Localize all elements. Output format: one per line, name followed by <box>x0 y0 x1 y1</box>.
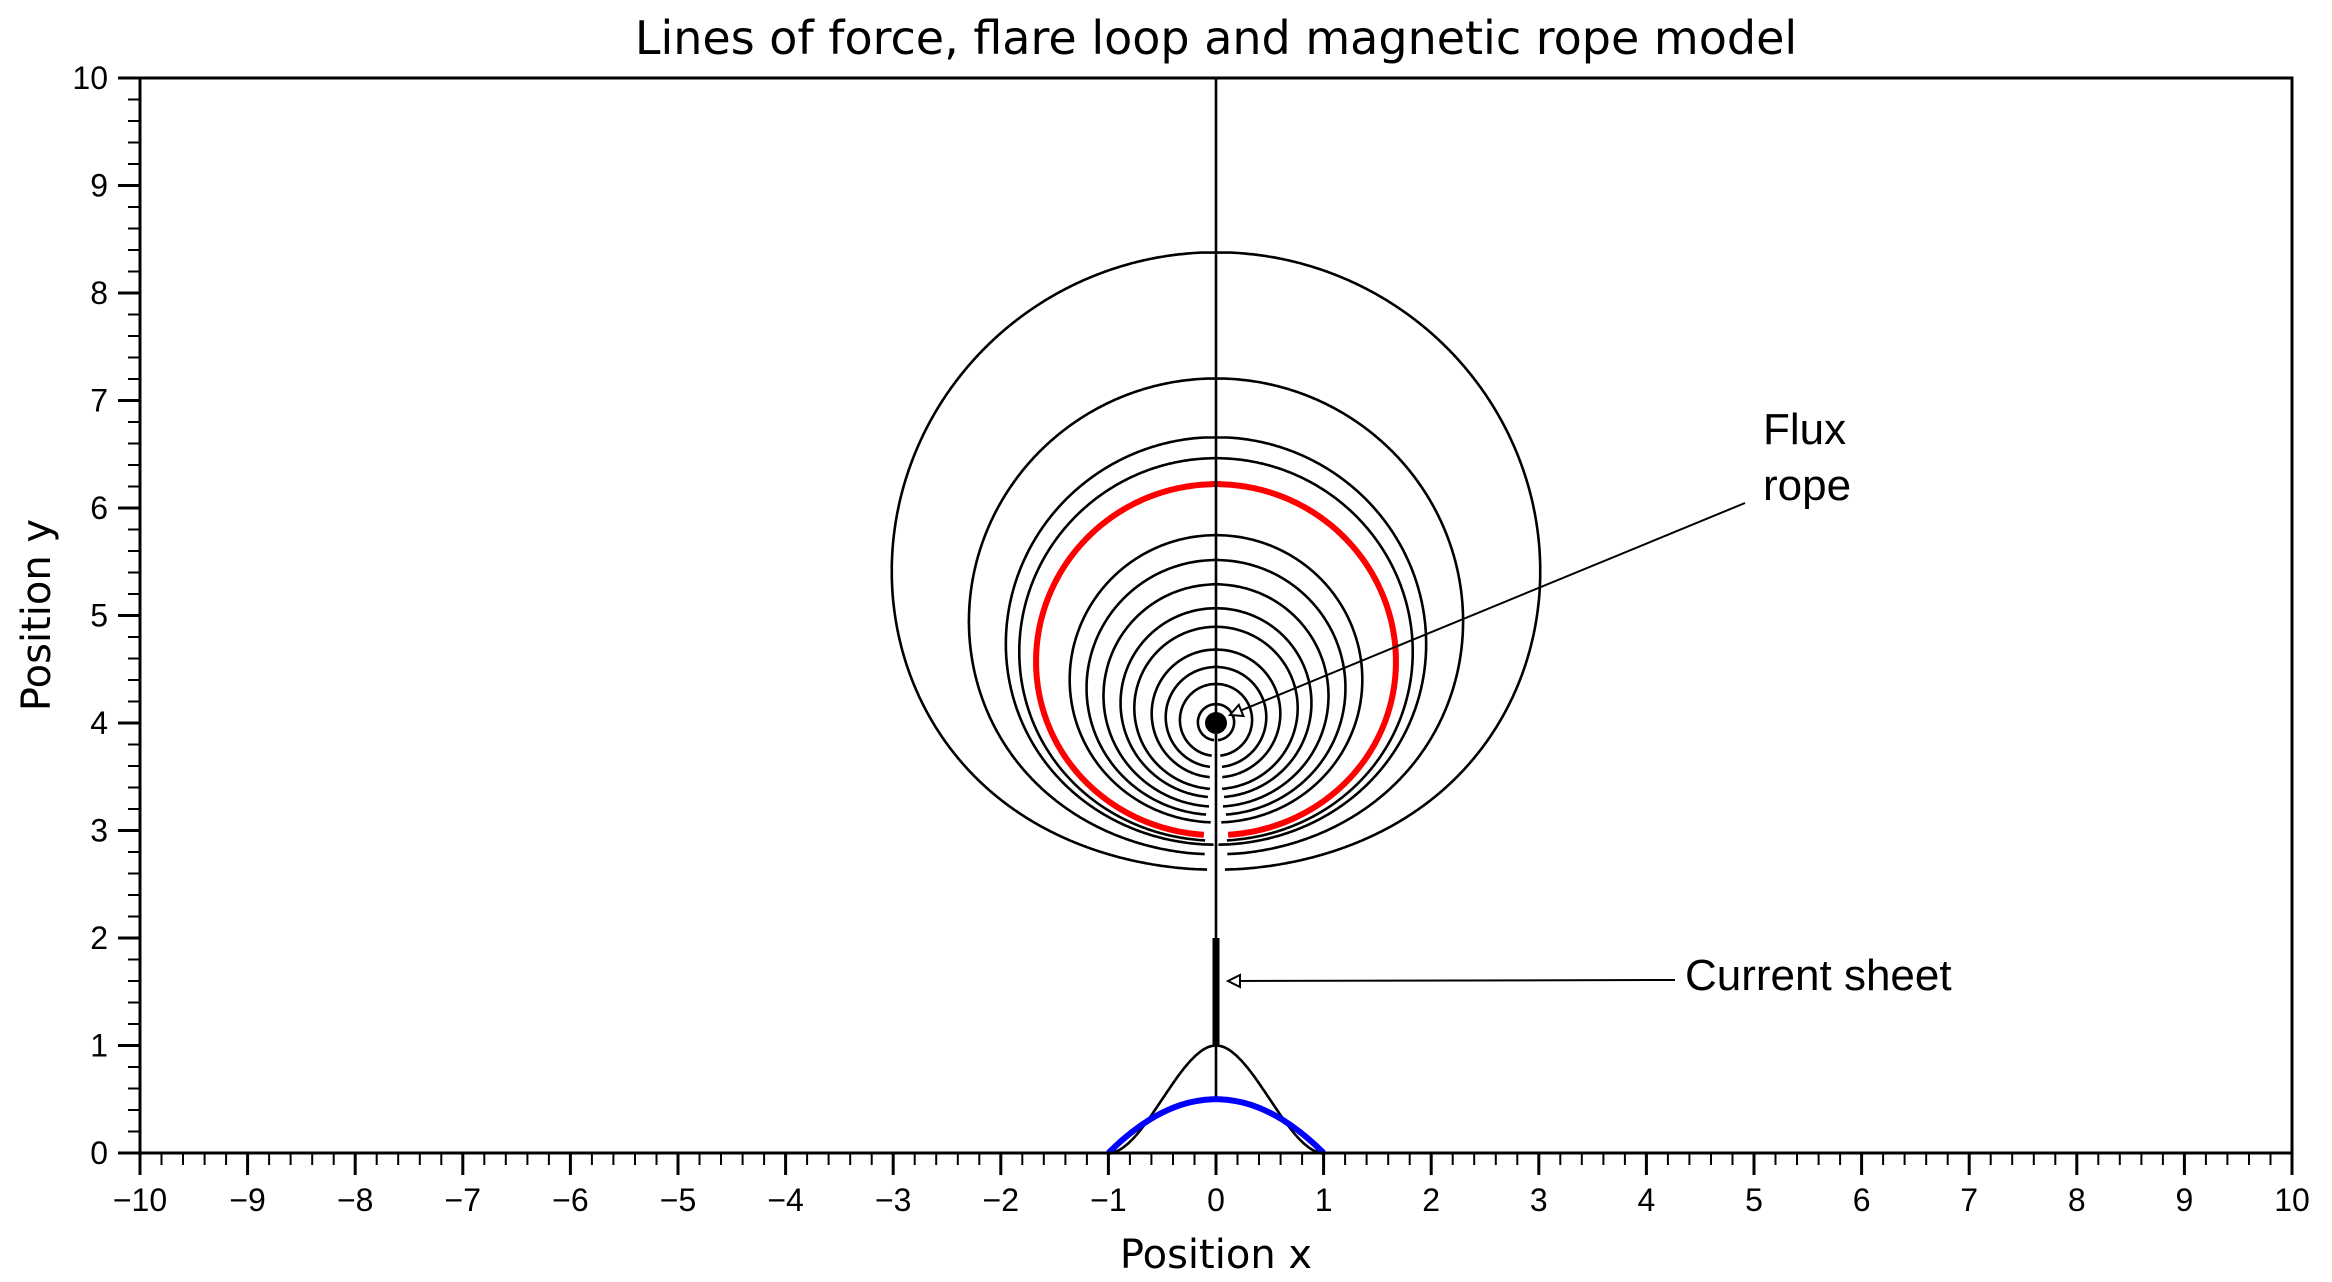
x-tick-label: 0 <box>1207 1182 1225 1218</box>
minor-ticks <box>128 98 2272 1165</box>
x-tick-label: 6 <box>1853 1182 1871 1218</box>
x-tick-label: 4 <box>1638 1182 1656 1218</box>
y-tick-label: 6 <box>90 490 108 526</box>
current-sheet-arrow-head <box>1225 973 1241 989</box>
x-tick-label: 5 <box>1745 1182 1763 1218</box>
x-tick-label: 2 <box>1422 1182 1440 1218</box>
y-axis-label: Position y <box>14 519 60 711</box>
flux-rope-marker <box>1205 712 1227 734</box>
x-tick-label: −1 <box>1090 1182 1126 1218</box>
x-tick-label: −5 <box>660 1182 696 1218</box>
chart-title: Lines of force, flare loop and magnetic … <box>635 11 1797 65</box>
y-tick-label: 1 <box>90 1028 108 1064</box>
y-tick-label: 5 <box>90 598 108 634</box>
x-tick-label: −3 <box>875 1182 911 1218</box>
x-tick-label: 8 <box>2068 1182 2086 1218</box>
y-tick-label: 3 <box>90 813 108 849</box>
flux-rope-arrow-line <box>1229 502 1746 716</box>
x-tick-label: −4 <box>767 1182 803 1218</box>
y-tick-label: 7 <box>90 383 108 419</box>
current-sheet-arrow-line <box>1227 979 1676 982</box>
x-tick-label: −2 <box>983 1182 1019 1218</box>
y-tick-label: 9 <box>90 168 108 204</box>
flux-rope-label: rope <box>1763 461 1851 510</box>
flux-rope-arrow-head <box>1227 703 1245 718</box>
x-tick-label: 3 <box>1530 1182 1548 1218</box>
lower-arc-line <box>1106 1096 1326 1156</box>
x-tick-label: −8 <box>337 1182 373 1218</box>
x-tick-label: −9 <box>229 1182 265 1218</box>
y-tick-label: 2 <box>90 920 108 956</box>
x-tick-label: −10 <box>113 1182 167 1218</box>
x-tick-label: −7 <box>445 1182 481 1218</box>
chart-overlay <box>1106 78 1326 1156</box>
flux-rope-label: Flux <box>1763 405 1846 454</box>
x-tick-label: 7 <box>1960 1182 1978 1218</box>
y-tick-label: 10 <box>72 60 108 96</box>
x-tick-label: 9 <box>2176 1182 2194 1218</box>
separatrix-line <box>1108 1044 1324 1155</box>
y-tick-label: 4 <box>90 705 108 741</box>
y-tick-label: 8 <box>90 275 108 311</box>
x-tick-label: 10 <box>2274 1182 2310 1218</box>
current-sheet-label: Current sheet <box>1685 951 1952 1000</box>
y-tick-label: 0 <box>90 1135 108 1171</box>
x-axis-label: Position x <box>1120 1232 1312 1278</box>
x-tick-label: 1 <box>1315 1182 1333 1218</box>
major-ticks <box>118 76 2294 1175</box>
x-tick-label: −6 <box>552 1182 588 1218</box>
